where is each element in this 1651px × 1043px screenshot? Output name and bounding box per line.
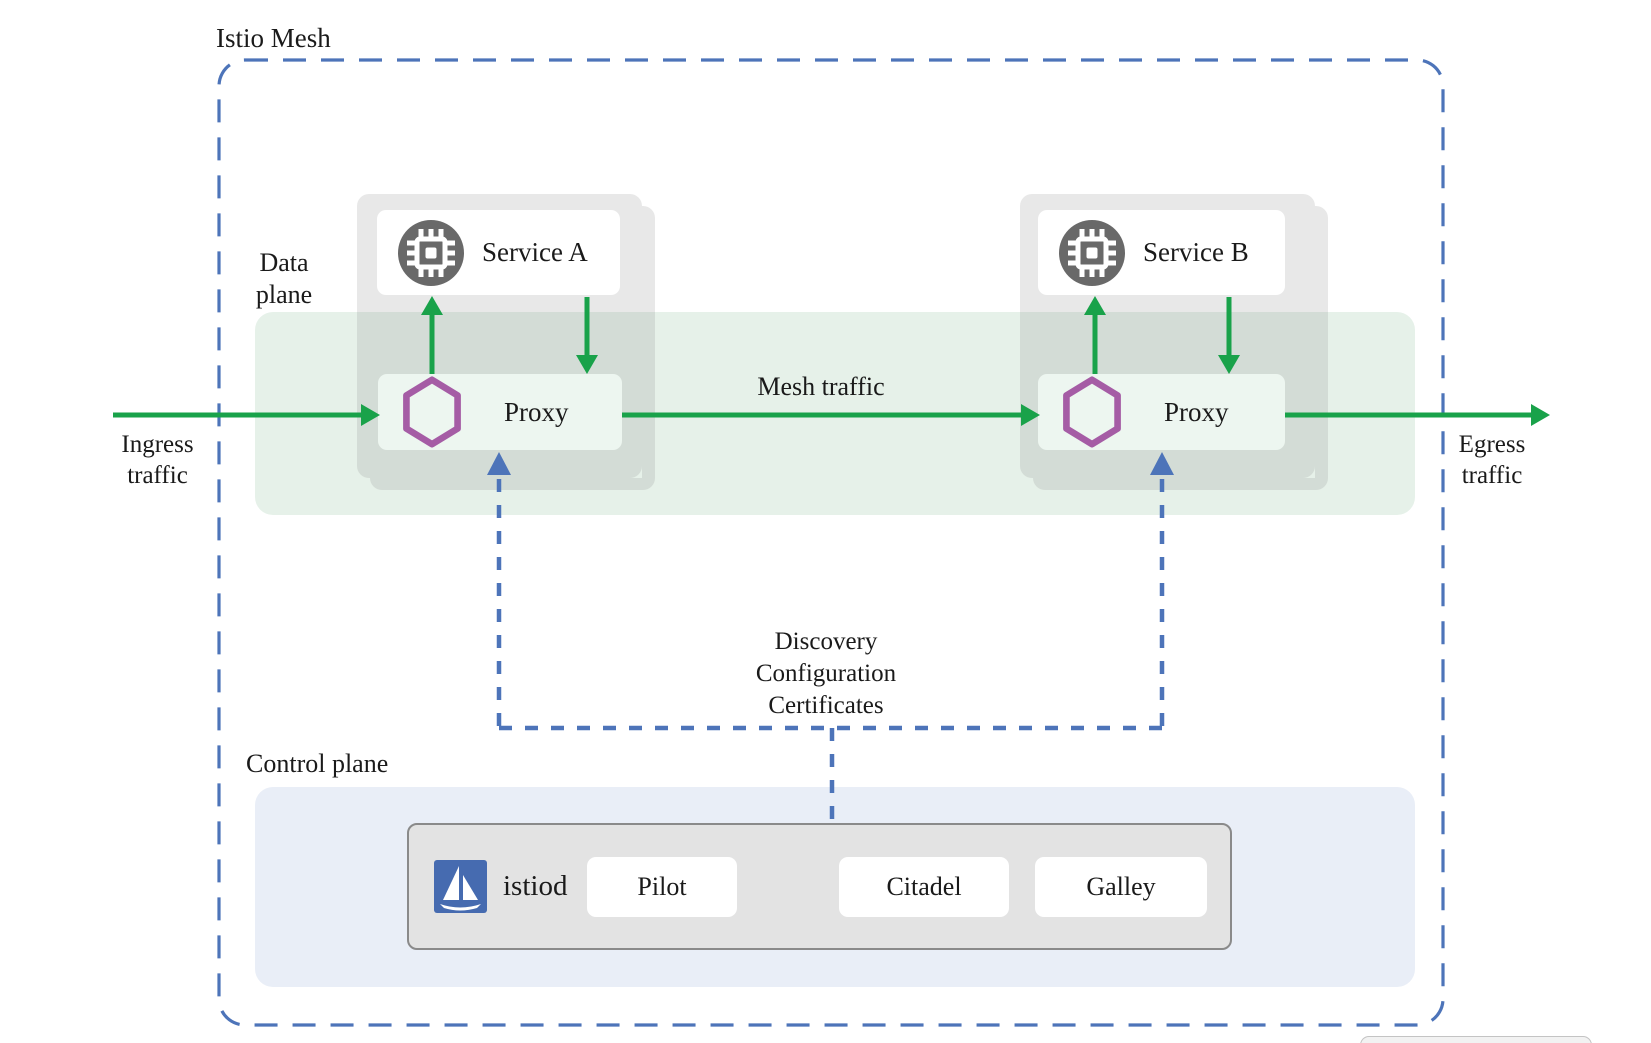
control-messages-label: Discovery Configuration Certificates <box>755 628 897 719</box>
service-b-box: Service B <box>1038 210 1285 295</box>
ingress-traffic-label: Ingress traffic <box>121 431 194 489</box>
proxy-a-label: Proxy <box>504 396 569 427</box>
mesh-traffic-label: Mesh traffic <box>757 372 885 401</box>
proxy-b-label: Proxy <box>1164 396 1229 427</box>
proxy-hexagon-icon <box>1063 376 1121 448</box>
proxy-b-box: Proxy <box>1038 374 1285 450</box>
data-plane-label: Data plane <box>255 248 313 309</box>
control-plane-label: Control plane <box>246 749 389 778</box>
component-citadel: Citadel <box>839 857 1009 917</box>
service-a-label: Service A <box>482 237 588 267</box>
istio-mesh-title: Istio Mesh <box>216 23 331 53</box>
component-galley: Galley <box>1035 857 1207 917</box>
istiod-box: istiod Pilot Citadel Galley <box>407 823 1232 950</box>
egress-traffic-label: Egress traffic <box>1458 431 1526 489</box>
proxy-a-box: Proxy <box>378 374 622 450</box>
chip-icon <box>1059 219 1125 286</box>
istio-sail-icon <box>434 860 487 913</box>
component-pilot: Pilot <box>587 857 737 917</box>
bottom-edge-fragment <box>1360 1036 1592 1043</box>
proxy-hexagon-icon <box>403 376 461 448</box>
service-a-box: Service A <box>377 210 620 295</box>
istiod-label: istiod <box>503 870 568 902</box>
service-b-label: Service B <box>1143 237 1249 267</box>
chip-icon <box>398 219 464 286</box>
